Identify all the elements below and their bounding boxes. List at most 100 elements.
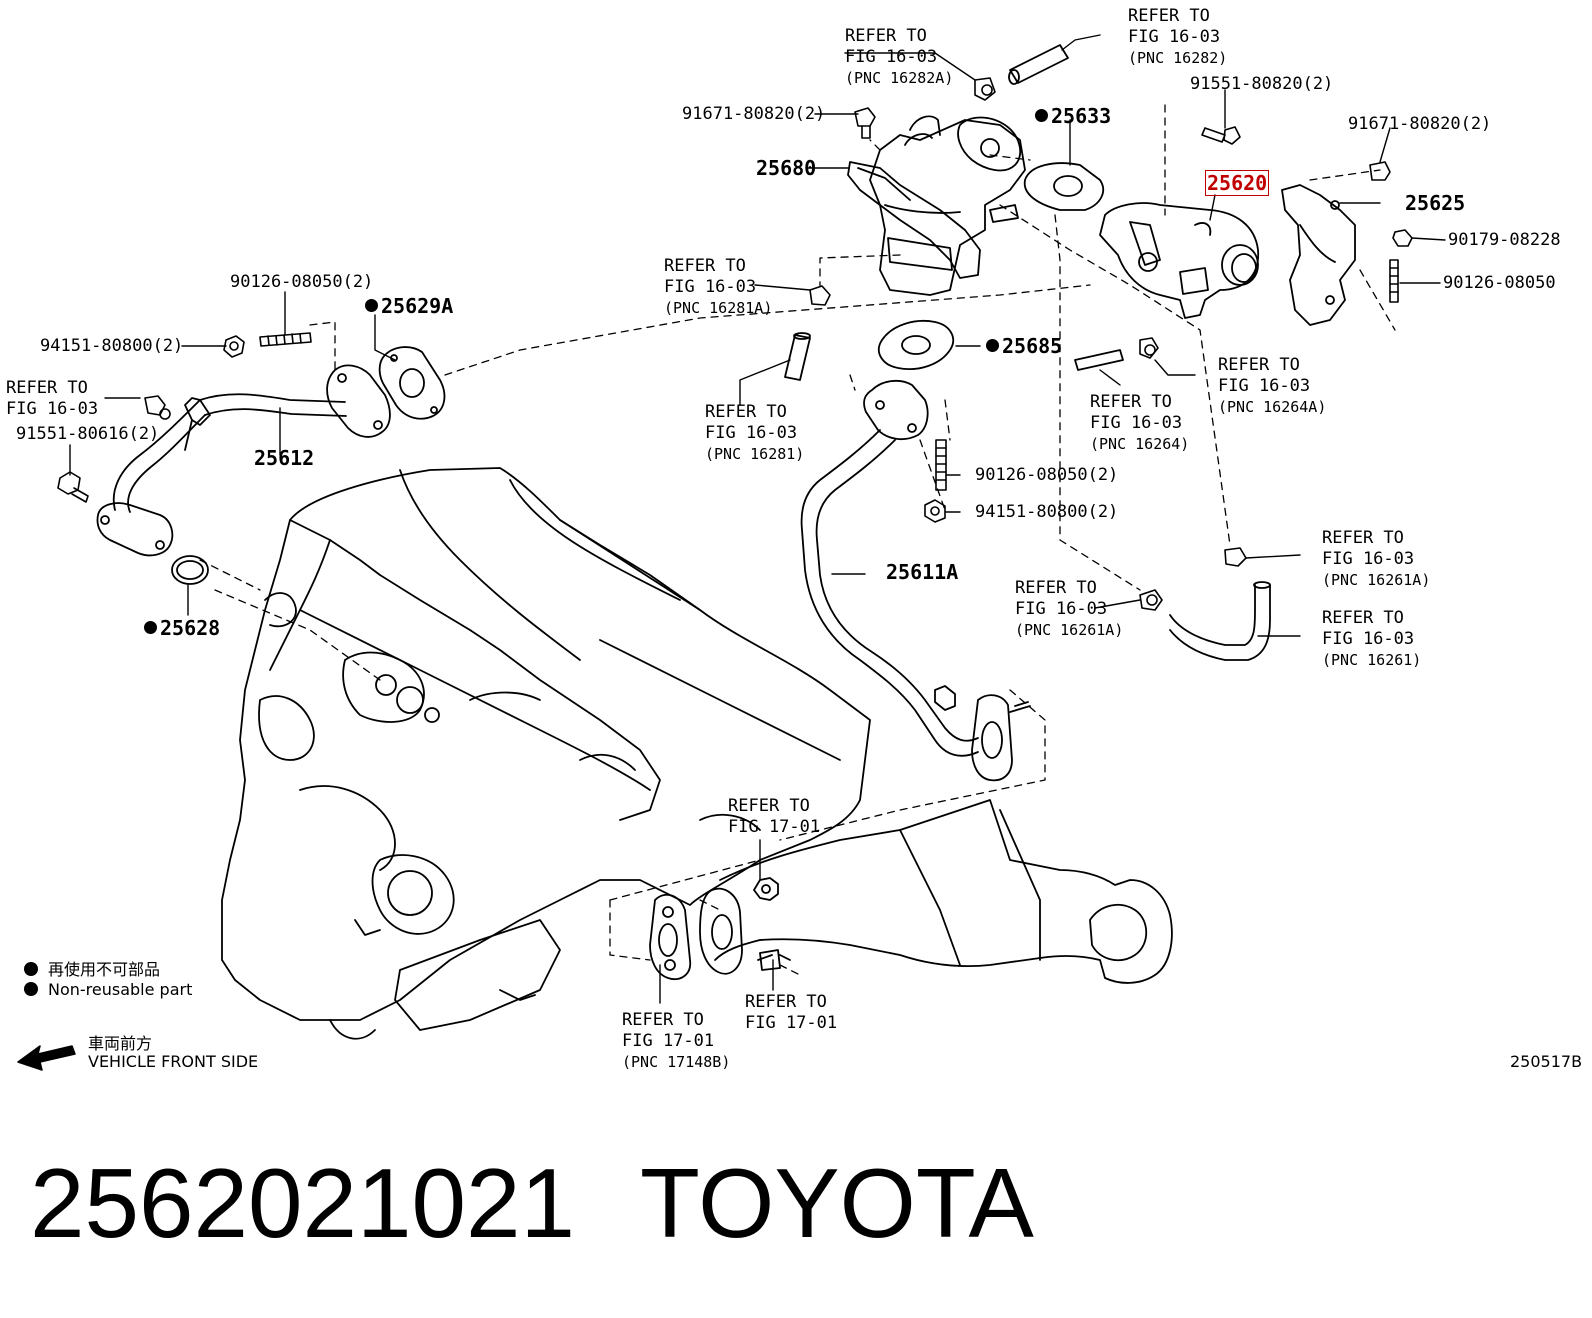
non-reusable-dot	[1035, 109, 1048, 122]
part-25680[interactable]: 25680	[756, 156, 816, 180]
ref-16281: REFER TO FIG 16-03 (PNC 16281)	[705, 402, 804, 465]
ref-line1: REFER TO	[622, 1010, 704, 1030]
ref-pnc: (PNC 16264A)	[1218, 398, 1327, 416]
ref-line1: REFER TO	[845, 26, 927, 46]
part-25685-label: 25685	[1002, 334, 1063, 358]
part-25680-label: 25680	[756, 156, 817, 180]
part-25629a[interactable]: 25629A	[365, 294, 453, 318]
ref-line1: REFER TO	[1322, 608, 1404, 628]
part-25611a[interactable]: 25611A	[886, 560, 958, 584]
nut-17-01	[753, 877, 779, 901]
gasket-25628	[171, 555, 209, 585]
ref-16261a-upper: REFER TO FIG 16-03 (PNC 16261A)	[1322, 528, 1430, 591]
diagram-id: 250517B	[1510, 1052, 1583, 1071]
gasket-25633	[1023, 162, 1105, 211]
part-25625-label: 25625	[1405, 191, 1466, 215]
part-25612-label: 25612	[254, 446, 315, 470]
part-25685[interactable]: 25685	[986, 334, 1062, 358]
ref-pnc: (PNC 16281A)	[664, 299, 773, 317]
ref-pnc: (PNC 16281)	[705, 445, 805, 463]
nut-90179	[1392, 229, 1413, 247]
hose-16264	[1074, 349, 1124, 371]
legend-front-en: VEHICLE FRONT SIDE	[88, 1052, 259, 1071]
fastener-91671-80820-right[interactable]: 91671-80820(2)	[1348, 114, 1492, 134]
ref-pnc: (PNC 16261)	[1322, 651, 1422, 669]
part-25629a-label: 25629A	[381, 294, 454, 318]
ref-line2: FIG 16-03	[1128, 27, 1221, 47]
ref-17-01-upper: REFER TO FIG 17-01	[728, 796, 820, 838]
parts-diagram	[17, 34, 1446, 1071]
ref-16261a-lower: REFER TO FIG 16-03 (PNC 16261A)	[1015, 578, 1123, 641]
bolt-91671-right	[1369, 161, 1391, 181]
legend-dot	[24, 981, 38, 996]
fastener-94151-80800-left[interactable]: 94151-80800(2)	[40, 336, 184, 356]
ref-line2: FIG 17-01	[745, 1013, 838, 1033]
ref-line1: REFER TO	[1128, 6, 1210, 26]
part-25628-label: 25628	[160, 616, 221, 640]
fastener-90179-08228[interactable]: 90179-08228	[1448, 230, 1561, 250]
ref-line2: FIG 17-01	[728, 817, 821, 837]
ref-line2: FIG 17-01	[622, 1031, 715, 1051]
fastener-91671-80820-top[interactable]: 91671-80820(2)	[682, 104, 826, 124]
ref-line2: FIG 16-03	[1322, 629, 1415, 649]
legend-front-jp: 車両前方	[88, 1034, 153, 1053]
part-25625[interactable]: 25625	[1405, 191, 1465, 215]
legend-nonreusable-jp: 再使用不可部品	[24, 956, 160, 980]
engine-block	[221, 467, 871, 1040]
ref-line2: FIG 16-03	[1218, 376, 1311, 396]
clip-16264a	[1139, 337, 1159, 359]
hose-16281	[784, 332, 811, 381]
clip-left	[144, 395, 171, 420]
hose-16282	[1008, 44, 1069, 85]
part-25620[interactable]: 25620	[1205, 170, 1270, 196]
ref-line1: REFER TO	[1218, 355, 1300, 375]
ref-line2: FIG 16-03	[1090, 413, 1183, 433]
ref-line2: FIG 16-03	[705, 423, 798, 443]
fastener-91551-80616[interactable]: 91551-80616(2)	[16, 424, 160, 444]
ref-line2: FIG 16-03	[1322, 549, 1415, 569]
legend-nonreusable-en: Non-reusable part	[24, 980, 192, 999]
ref-17148b: REFER TO FIG 17-01 (PNC 17148B)	[622, 1010, 730, 1073]
ref-line2: FIG 16-03	[6, 399, 99, 419]
ref-line1: REFER TO	[1015, 578, 1097, 598]
legend-en-text: Non-reusable part	[48, 980, 193, 999]
bolt-91671-top	[854, 107, 876, 139]
fastener-90126-08050-right[interactable]: 90126-08050	[1443, 273, 1556, 293]
ref-pnc: (PNC 16261A)	[1322, 571, 1431, 589]
dashed-lines	[199, 104, 1396, 976]
ref-pnc: (PNC 16282)	[1128, 49, 1228, 67]
ref-16282: REFER TO FIG 16-03 (PNC 16282)	[1128, 6, 1227, 69]
part-25612[interactable]: 25612	[254, 446, 314, 470]
clip-16261a-lower	[1139, 589, 1163, 611]
gasket-17148b	[649, 893, 692, 980]
ref-line1: REFER TO	[745, 992, 827, 1012]
legend-dot	[24, 961, 38, 976]
gasket-25685	[877, 320, 955, 370]
non-reusable-dot	[986, 339, 999, 352]
clip-16281a	[809, 285, 831, 306]
ref-line2: FIG 16-03	[845, 47, 938, 67]
clip-16261a-upper	[1224, 547, 1247, 567]
ref-16264: REFER TO FIG 16-03 (PNC 16264)	[1090, 392, 1189, 455]
pipe-25612	[96, 364, 391, 557]
fastener-94151-80800-center[interactable]: 94151-80800(2)	[975, 502, 1119, 522]
non-reusable-dot	[365, 299, 378, 312]
part-25620-label: 25620	[1205, 170, 1270, 196]
clip-16282a	[974, 77, 996, 101]
bolt-91551-80820	[1201, 126, 1241, 145]
stud-right	[1389, 259, 1399, 303]
exhaust-pipe-assembly	[714, 799, 1173, 984]
bolt-91551-80616	[57, 471, 89, 503]
ref-16-03-left: REFER TO FIG 16-03	[6, 378, 98, 420]
part-25628[interactable]: 25628	[144, 616, 220, 640]
part-25633[interactable]: 25633	[1035, 104, 1111, 128]
part-25611a-label: 25611A	[886, 560, 959, 584]
fastener-91551-80820[interactable]: 91551-80820(2)	[1190, 74, 1334, 94]
ref-16261: REFER TO FIG 16-03 (PNC 16261)	[1322, 608, 1421, 671]
pipe-25611a	[800, 379, 1031, 782]
stud-left	[259, 332, 312, 347]
ref-pnc: (PNC 17148B)	[622, 1053, 731, 1071]
fastener-90126-08050-left[interactable]: 90126-08050(2)	[230, 272, 374, 292]
hose-16261	[1169, 581, 1271, 661]
fastener-90126-08050-center[interactable]: 90126-08050(2)	[975, 465, 1119, 485]
